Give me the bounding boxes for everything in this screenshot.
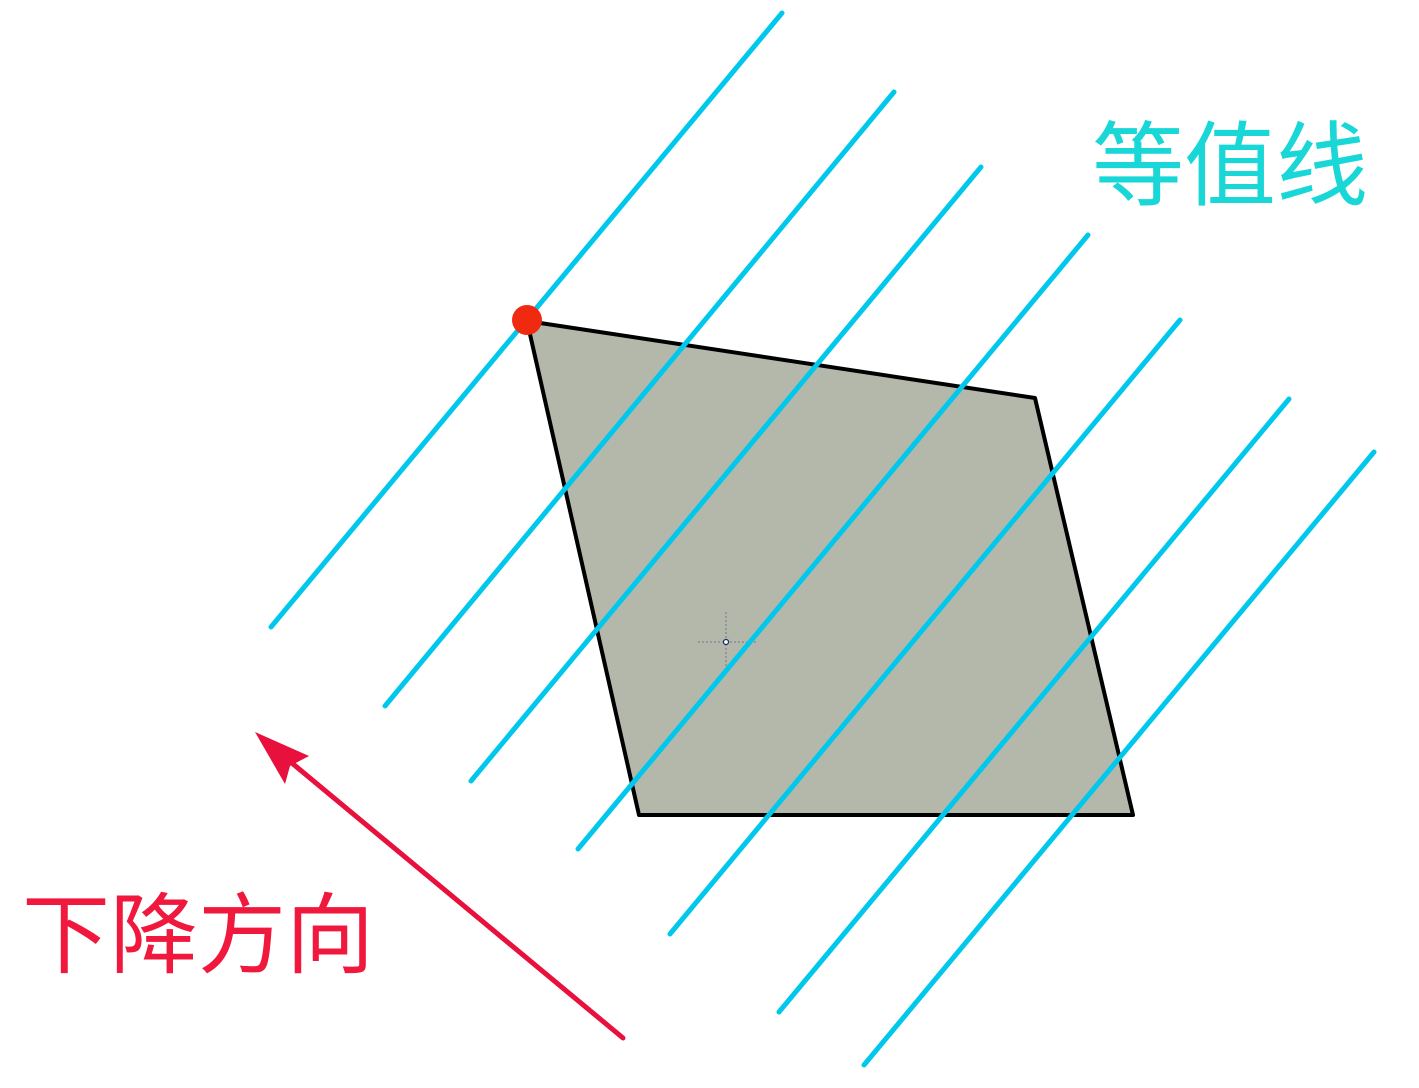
contour-line-3 [468, 164, 984, 784]
arrow-head [255, 732, 309, 784]
contour-line-5 [667, 317, 1183, 937]
crosshair-center [722, 638, 730, 646]
contour-lines [268, 10, 1377, 1068]
optimal-vertex-point [512, 305, 542, 335]
feasible-region [525, 319, 1135, 817]
descent-direction-arrow [255, 732, 626, 1041]
arrow-shaft [272, 746, 626, 1041]
contour-line-2 [382, 89, 897, 709]
contour-line-4 [575, 232, 1091, 852]
contour-lines-label: 等值线 [1092, 113, 1368, 220]
descent-direction-label: 下降方向 [22, 884, 374, 987]
contour-line-7 [861, 449, 1377, 1068]
contour-line-6 [776, 396, 1292, 1015]
